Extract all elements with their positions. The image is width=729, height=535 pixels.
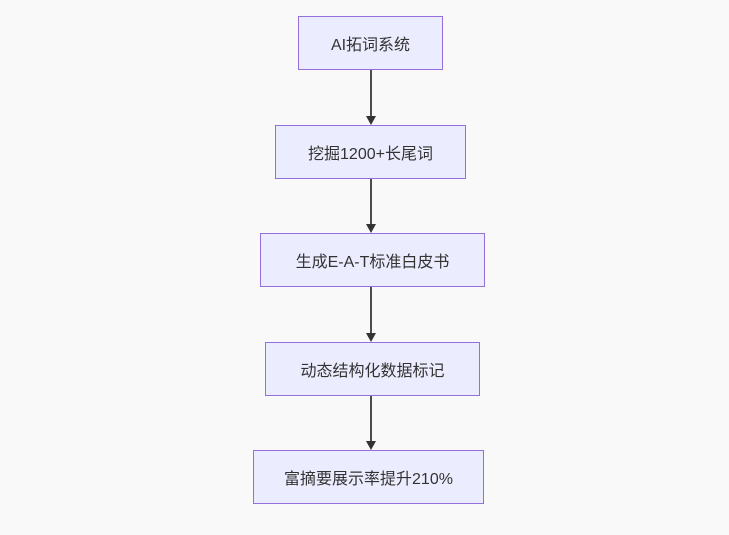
flow-node-rich-snippet-result: 富摘要展示率提升210% (253, 450, 484, 504)
arrowhead-icon (366, 333, 376, 342)
flow-node-ai-word-system: AI拓词系统 (298, 16, 443, 70)
flow-node-eat-whitepaper: 生成E-A-T标准白皮书 (260, 233, 485, 287)
edge-arrow-d-e (366, 396, 376, 450)
edge-arrow-a-b (366, 70, 376, 125)
arrowhead-icon (366, 224, 376, 233)
flow-node-label: 动态结构化数据标记 (300, 363, 445, 380)
arrowhead-icon (366, 441, 376, 450)
flow-node-label: AI拓词系统 (330, 37, 411, 54)
edge-arrow-c-d (366, 287, 376, 342)
flow-node-label: 挖掘1200+长尾词 (308, 146, 433, 163)
flow-node-structured-data-markup: 动态结构化数据标记 (265, 342, 480, 396)
edge-arrow-b-c (366, 179, 376, 233)
flow-node-label: 富摘要展示率提升210% (284, 471, 453, 488)
flow-node-longtail-mining: 挖掘1200+长尾词 (275, 125, 466, 179)
arrowhead-icon (366, 116, 376, 125)
flow-node-label: 生成E-A-T标准白皮书 (295, 254, 450, 271)
